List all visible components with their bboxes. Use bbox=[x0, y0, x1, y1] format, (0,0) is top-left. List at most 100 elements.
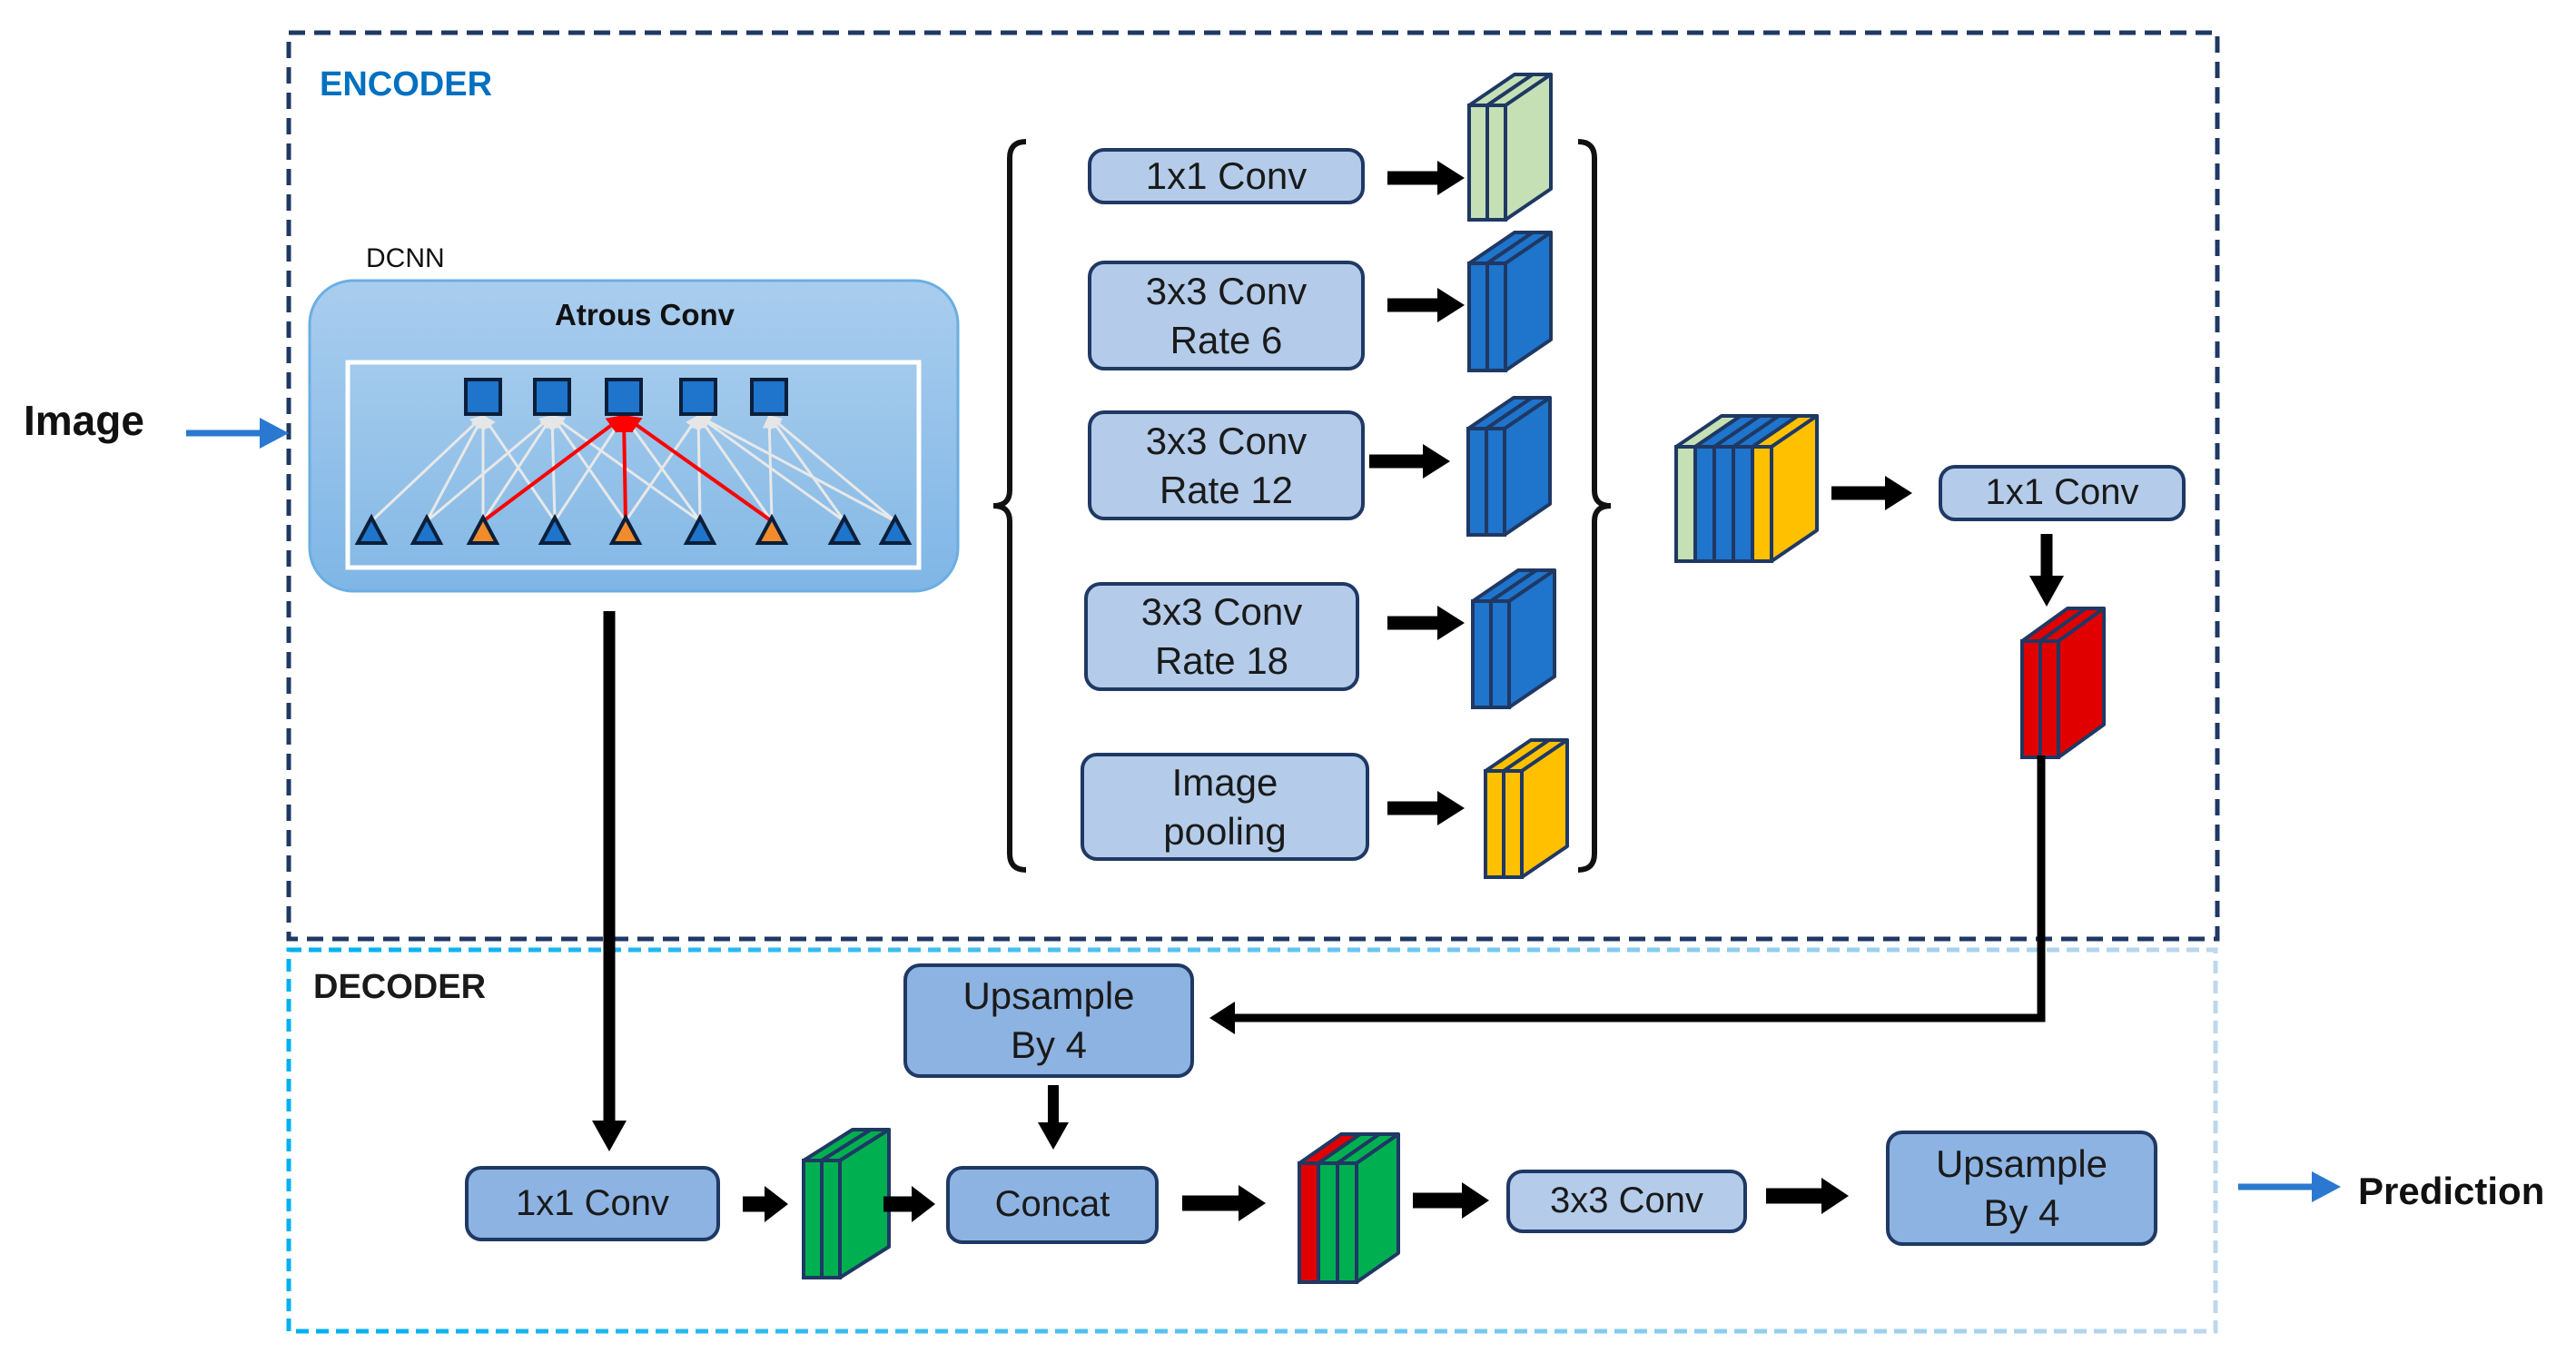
concat-to-fuse-arrow bbox=[1831, 476, 1912, 510]
decoder-upsample-top-line2: By 4 bbox=[1010, 1023, 1088, 1066]
aspp-branch-arrow bbox=[1387, 606, 1465, 640]
decoder-3x3-conv: 3x3 Conv bbox=[1506, 1170, 1747, 1233]
arrow-head bbox=[1462, 1182, 1489, 1219]
atrous-connection bbox=[767, 414, 846, 522]
feature-map-front bbox=[1298, 1161, 1320, 1284]
atrous-connection bbox=[696, 414, 774, 522]
aspp-branch-feature-map bbox=[1484, 738, 1569, 879]
aspp-3x3-rate12: 3x3 Conv Rate 12 bbox=[1088, 410, 1365, 520]
atrous-connection bbox=[481, 414, 557, 522]
arrow-shaft bbox=[1387, 298, 1437, 312]
aspp-branch-feature-map bbox=[1467, 231, 1553, 372]
atrous-connection bbox=[550, 414, 627, 522]
arrow-head bbox=[1437, 288, 1465, 322]
atrous-output-unit bbox=[605, 378, 643, 416]
feature-map-front bbox=[1751, 445, 1773, 563]
atrous-connection bbox=[696, 414, 845, 523]
aspp-rate18-line2: Rate 18 bbox=[1154, 639, 1289, 682]
aspp-branch-arrow bbox=[1387, 791, 1465, 825]
feature-map-front bbox=[1467, 104, 1489, 222]
atrous-input-unit bbox=[410, 513, 444, 545]
arrow-head bbox=[1821, 1178, 1849, 1214]
feature-map-front bbox=[1674, 445, 1697, 563]
decoder-title: DECODER bbox=[313, 968, 487, 1006]
feature-map-front bbox=[2038, 639, 2060, 759]
atrous-output-unit bbox=[679, 378, 717, 416]
atrous-input-unit bbox=[538, 513, 572, 545]
aspp-pooling-line2: pooling bbox=[1163, 809, 1287, 853]
encoder-output-to-upsample-arrow bbox=[1209, 756, 2046, 1034]
decoder-frame bbox=[286, 947, 2218, 1334]
atrous-connection bbox=[767, 414, 896, 523]
arrow-head bbox=[1038, 1122, 1069, 1150]
arrow-shaft bbox=[1387, 801, 1437, 815]
arrow-head bbox=[1239, 1185, 1266, 1221]
feature-map-front bbox=[802, 1159, 824, 1279]
aspp-image-pooling: Image pooling bbox=[1081, 753, 1369, 861]
decoder-concat: Concat bbox=[946, 1166, 1159, 1244]
arrow-shaft bbox=[2040, 534, 2053, 576]
output-arrow bbox=[2238, 1171, 2341, 1202]
aspp-rate12-line2: Rate 12 bbox=[1159, 468, 1294, 511]
feature-map-front bbox=[820, 1159, 842, 1279]
decoder-arrow-map-to-concat bbox=[883, 1186, 935, 1222]
atrous-conv-illustration bbox=[354, 378, 913, 545]
aspp-branch-arrow bbox=[1387, 161, 1465, 195]
encoder-fuse-1x1-conv: 1x1 Conv bbox=[1939, 465, 2186, 521]
fuse-to-output-arrow bbox=[2029, 534, 2064, 607]
feature-map-front bbox=[1317, 1161, 1339, 1284]
feature-map-front bbox=[1485, 104, 1507, 222]
atrous-highlight-connection bbox=[481, 414, 626, 523]
aspp-branch-feature-map bbox=[1467, 73, 1553, 222]
arrow-head bbox=[765, 1186, 788, 1222]
encoder-fuse-label: 1x1 Conv bbox=[1985, 472, 2139, 513]
aspp-rate6-line2: Rate 6 bbox=[1170, 318, 1283, 361]
decoder-upsample-final-line1: Upsample bbox=[1935, 1141, 2108, 1185]
aspp-concat-feature-stack bbox=[1674, 414, 1819, 563]
arrow-head bbox=[1437, 791, 1465, 825]
atrous-input-unit bbox=[466, 513, 500, 545]
atrous-connection bbox=[426, 414, 554, 523]
encoder-frame bbox=[286, 30, 2220, 942]
decoder-upsample-top: Upsample By 4 bbox=[903, 963, 1194, 1078]
aspp-rate12-line1: 3x3 Conv bbox=[1145, 419, 1308, 462]
aspp-3x3-rate6: 3x3 Conv Rate 6 bbox=[1088, 261, 1365, 370]
atrous-output-unit bbox=[750, 378, 788, 416]
decoder-3x3-conv-label: 3x3 Conv bbox=[1550, 1180, 1703, 1221]
arrow-shaft bbox=[883, 1196, 912, 1212]
decoder-upsample-to-concat-arrow bbox=[1038, 1085, 1069, 1150]
decoder-concat-label: Concat bbox=[994, 1184, 1110, 1225]
encoder-output-feature-map bbox=[2020, 607, 2106, 759]
aspp-rate18-line1: 3x3 Conv bbox=[1140, 590, 1303, 634]
atrous-conv-title: Atrous Conv bbox=[555, 298, 735, 331]
atrous-input-unit bbox=[354, 513, 389, 545]
output-label: Prediction bbox=[2358, 1170, 2545, 1212]
right-brace bbox=[1577, 139, 1612, 873]
arrow-shaft bbox=[1387, 171, 1437, 185]
feature-map-front bbox=[1732, 445, 1754, 563]
encoder-title: ENCODER bbox=[320, 65, 493, 104]
feature-map-front bbox=[1466, 427, 1488, 537]
feature-map-front bbox=[2020, 639, 2042, 759]
feature-map-front bbox=[1502, 769, 1524, 879]
aspp-pooling-line1: Image bbox=[1171, 760, 1278, 804]
feature-map-front bbox=[1471, 599, 1493, 709]
decoder-arrow-conv-to-map bbox=[743, 1186, 788, 1222]
low-level-skip-arrow bbox=[592, 611, 627, 1151]
decoder-low-level-feature-map bbox=[802, 1128, 891, 1279]
arrow-shaft bbox=[743, 1196, 765, 1212]
decoder-1x1-conv: 1x1 Conv bbox=[465, 1166, 720, 1241]
atrous-input-unit bbox=[683, 513, 717, 545]
decoder-arrow-stack-to-conv bbox=[1413, 1182, 1489, 1219]
atrous-connection bbox=[696, 414, 896, 523]
atrous-input-unit bbox=[827, 513, 862, 545]
atrous-connection bbox=[624, 414, 700, 522]
aspp-branch-arrow bbox=[1369, 444, 1450, 479]
atrous-input-unit bbox=[755, 513, 789, 545]
feature-map-front bbox=[1489, 599, 1511, 709]
aspp-1x1-conv: 1x1 Conv bbox=[1088, 148, 1365, 204]
left-brace bbox=[992, 139, 1027, 873]
atrous-output-unit bbox=[464, 378, 502, 416]
arrow-shaft bbox=[1048, 1085, 1059, 1122]
